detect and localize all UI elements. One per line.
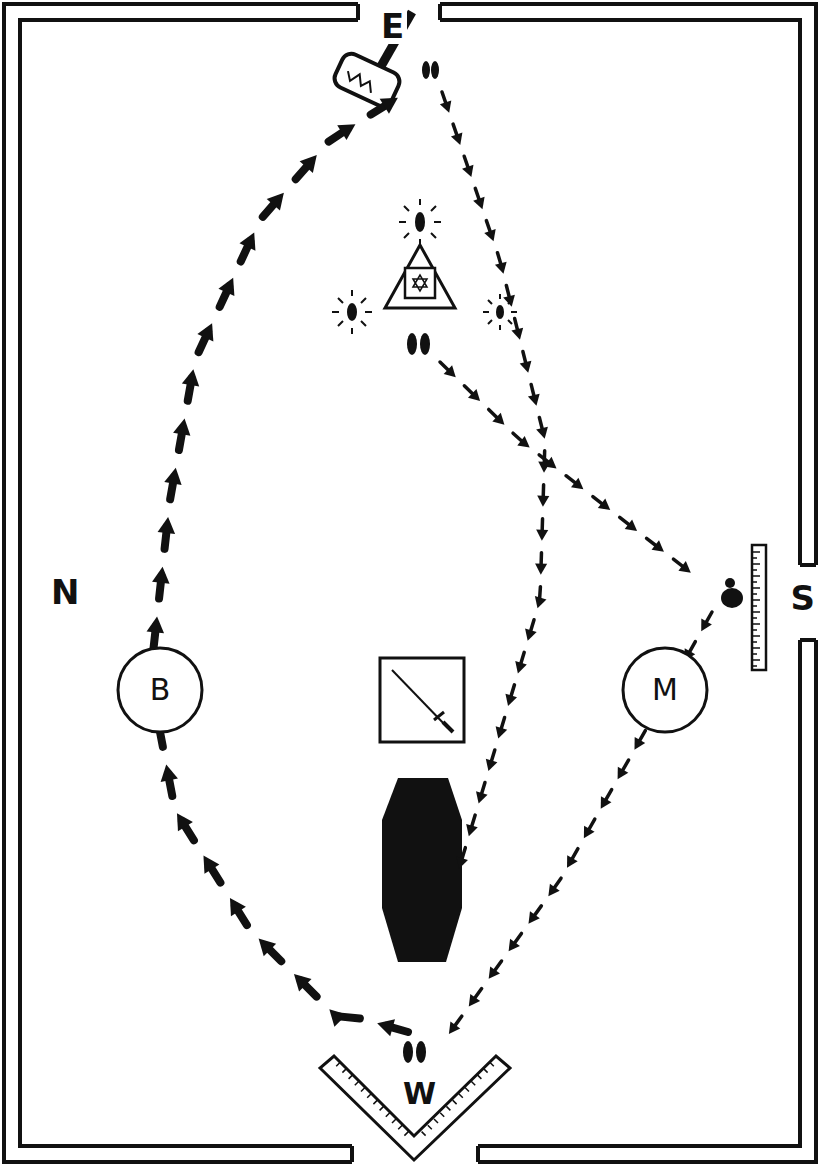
path-arrow	[203, 856, 219, 874]
wall	[4, 4, 816, 1162]
pillar-circle: B	[115, 645, 205, 735]
path-arrow	[548, 884, 559, 896]
path-arrow	[468, 389, 480, 401]
path-arrow	[567, 855, 578, 868]
path-arrow	[535, 596, 547, 608]
path-arrow	[625, 519, 637, 531]
path-arrow	[161, 765, 178, 782]
compass-letter: E	[378, 8, 407, 44]
path-arrow	[489, 966, 500, 978]
path-arrow	[520, 361, 532, 373]
path-arrow	[492, 413, 504, 425]
pillar-letter: B	[150, 675, 171, 705]
path-arrow	[476, 791, 488, 803]
path-arrow	[598, 499, 610, 511]
path-arrow	[173, 418, 190, 435]
path-arrow	[601, 796, 612, 809]
circumambulation-path	[141, 92, 712, 1036]
path-arrow	[469, 994, 480, 1006]
path-arrow	[509, 939, 520, 951]
path-arrow	[495, 262, 507, 274]
path-arrow	[544, 457, 556, 469]
path-arrow	[701, 619, 712, 632]
level	[752, 545, 766, 670]
path-arrow	[451, 133, 462, 145]
path-arrow	[440, 100, 451, 112]
path-arrow	[678, 561, 690, 573]
path-arrow	[164, 468, 181, 485]
path-arrow	[218, 278, 234, 296]
path-arrow	[152, 567, 169, 584]
feet	[403, 1041, 426, 1063]
path-arrow	[535, 563, 547, 574]
path-arrow	[259, 939, 277, 957]
path-arrow	[536, 427, 548, 439]
path-arrow	[473, 197, 484, 209]
feet	[407, 333, 430, 355]
path-arrow	[634, 737, 645, 750]
path-arrow	[456, 856, 468, 868]
coffin	[382, 778, 462, 962]
path-arrow	[486, 759, 498, 771]
path-arrow	[444, 365, 456, 377]
path-arrow	[571, 478, 583, 490]
path-arrow	[377, 1019, 395, 1036]
compass-letter: S	[788, 580, 819, 616]
path-arrow	[528, 394, 540, 406]
altar	[385, 245, 455, 308]
path-arrow	[511, 328, 523, 340]
path-arrow	[484, 229, 495, 241]
pillar-circle: M	[620, 645, 710, 735]
figure	[721, 578, 743, 608]
path-arrow	[536, 529, 548, 540]
compass-letter: W	[400, 1078, 439, 1110]
path-arrow	[525, 629, 537, 641]
square	[320, 1056, 510, 1160]
pillar-letter: M	[652, 675, 678, 705]
path-arrow	[147, 616, 164, 633]
path-arrow	[230, 898, 246, 916]
path-arrow	[584, 826, 595, 839]
candle	[332, 199, 517, 334]
path-arrow	[528, 911, 539, 923]
sword-box	[380, 658, 464, 742]
path-arrow	[652, 540, 664, 552]
path-arrow	[239, 232, 255, 250]
path-arrow	[618, 767, 629, 780]
path-arrow	[177, 813, 193, 831]
path-arrow	[158, 517, 175, 534]
path-arrow	[197, 323, 213, 341]
path-arrow	[462, 165, 473, 177]
path-arrow	[267, 193, 284, 211]
path-arrow	[329, 1009, 347, 1027]
path-arrow	[517, 436, 529, 448]
path-arrow	[300, 155, 317, 173]
path-arrow	[537, 496, 549, 507]
path-arrow	[503, 295, 515, 307]
path-arrow	[449, 1022, 460, 1034]
path-arrow	[496, 726, 508, 738]
path-arrow	[515, 661, 527, 673]
feet	[422, 61, 439, 79]
path-arrow	[466, 824, 478, 836]
compass-letter: N	[48, 574, 82, 610]
path-arrow	[337, 124, 355, 140]
path-arrow	[380, 98, 398, 114]
path-arrow	[505, 694, 517, 706]
path-arrow	[294, 974, 312, 992]
path-arrow	[182, 369, 199, 386]
